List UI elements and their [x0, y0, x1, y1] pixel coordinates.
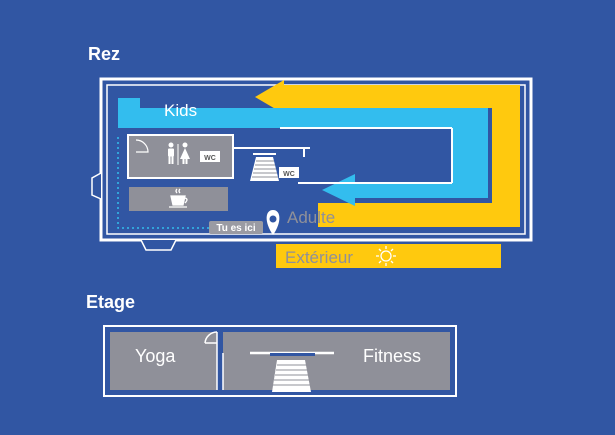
exterieur-label: Extérieur [285, 248, 353, 267]
room-divider [217, 332, 223, 390]
route-path [117, 137, 212, 229]
sun-icon [376, 246, 396, 266]
you-are-here-label: Tu es ici [216, 223, 255, 234]
stairs-icon [250, 153, 279, 181]
upper-floor-title: Etage [86, 292, 136, 312]
adulte-zone[interactable] [255, 80, 520, 227]
door-icon [204, 331, 218, 344]
fitness-label: Fitness [363, 346, 421, 366]
svg-text:WC: WC [204, 155, 216, 162]
kids-arrow-icon [322, 174, 355, 206]
exterieur-zone[interactable] [276, 244, 501, 268]
wc-sign-icon: WC [200, 151, 220, 162]
door-icon [135, 139, 149, 153]
adulte-arrow-icon [255, 80, 284, 114]
outer-wall [103, 325, 457, 397]
upper-floor-plan: Yoga Fitness [103, 325, 457, 397]
adulte-label: Adulte [287, 208, 335, 227]
wc-sign-icon: WC [279, 167, 299, 178]
entrance-door [91, 172, 102, 200]
ground-floor-plan: Kids WC [91, 77, 533, 268]
yoga-label: Yoga [135, 346, 176, 366]
entrance-door [140, 239, 177, 251]
kids-label: Kids [164, 101, 197, 120]
stairs-icon [250, 351, 334, 392]
coffee-icon [169, 188, 188, 208]
location-pin-icon[interactable] [266, 210, 280, 235]
outer-wall [99, 77, 533, 242]
svg-text:WC: WC [283, 171, 295, 178]
kids-zone[interactable] [118, 98, 488, 206]
you-are-here-badge [209, 221, 263, 234]
ground-floor-title: Rez [88, 44, 121, 64]
toilets-icon [168, 142, 190, 165]
